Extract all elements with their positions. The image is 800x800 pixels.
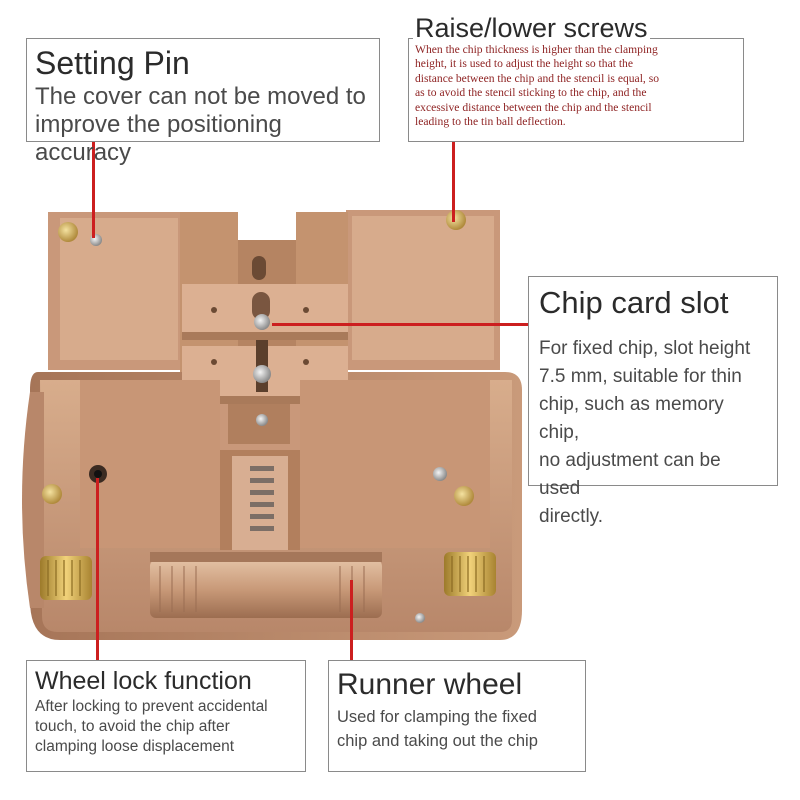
- callout-description: For fixed chip, slot height 7.5 mm, suit…: [539, 338, 751, 527]
- callout-wheel-lock: Wheel lock function After locking to pre…: [26, 660, 306, 772]
- leader-line-runner-wheel: [350, 580, 353, 660]
- leader-line-wheel-lock: [96, 478, 99, 660]
- callout-description: Used for clamping the fixed chip and tak…: [337, 708, 538, 750]
- callout-description: The cover can not be moved to improve th…: [35, 83, 366, 166]
- callout-title: Setting Pin: [35, 45, 190, 81]
- leader-line-setting-pin: [92, 142, 95, 238]
- callout-raise-lower-screws: Raise/lower screws When the chip thickne…: [408, 13, 744, 142]
- callout-title: Chip card slot: [539, 285, 729, 320]
- leader-line-chip-slot: [272, 323, 528, 326]
- callout-description: When the chip thickness is higher than t…: [415, 43, 660, 129]
- callout-title: Raise/lower screws: [413, 13, 650, 43]
- callout-description: After locking to prevent accidental touc…: [35, 698, 268, 755]
- callout-title: Runner wheel: [337, 668, 523, 701]
- callout-title: Wheel lock function: [35, 667, 252, 695]
- callout-runner-wheel: Runner wheel Used for clamping the fixed…: [328, 660, 586, 772]
- callout-chip-card-slot: Chip card slot For fixed chip, slot heig…: [528, 276, 778, 527]
- leader-line-raise-lower: [452, 142, 455, 222]
- callout-setting-pin: Setting Pin The cover can not be moved t…: [26, 38, 380, 166]
